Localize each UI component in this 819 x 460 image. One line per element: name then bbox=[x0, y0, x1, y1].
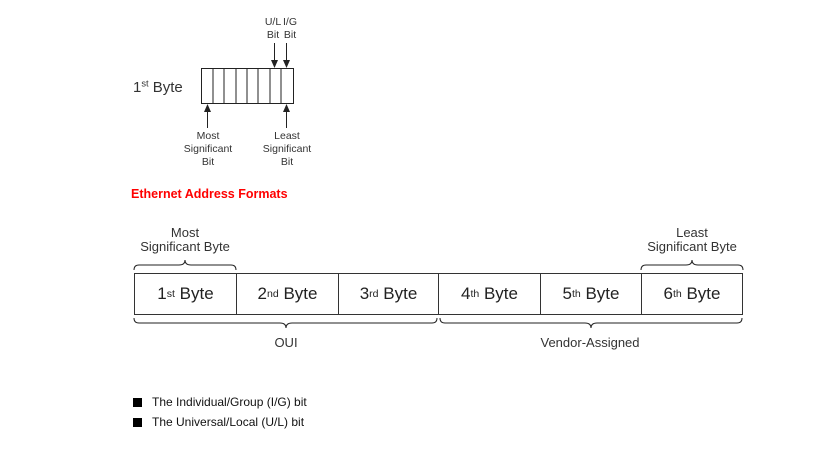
square-bullet-icon bbox=[133, 397, 142, 407]
oui-label: OUI bbox=[274, 335, 298, 350]
vendor-assigned-label: Vendor-Assigned bbox=[540, 335, 640, 350]
lsbyte-brace bbox=[640, 259, 744, 271]
bullet-item: The Universal/Local (U/L) bit bbox=[133, 415, 304, 429]
first-byte-label: 1st Byte bbox=[133, 78, 183, 96]
bullet-item: The Individual/Group (I/G) bit bbox=[133, 395, 307, 409]
vendor-brace bbox=[439, 317, 743, 329]
heading: Ethernet Address Formats bbox=[131, 187, 288, 201]
square-bullet-icon bbox=[133, 417, 142, 427]
msbyte-brace bbox=[133, 259, 237, 271]
oui-brace bbox=[133, 317, 438, 329]
